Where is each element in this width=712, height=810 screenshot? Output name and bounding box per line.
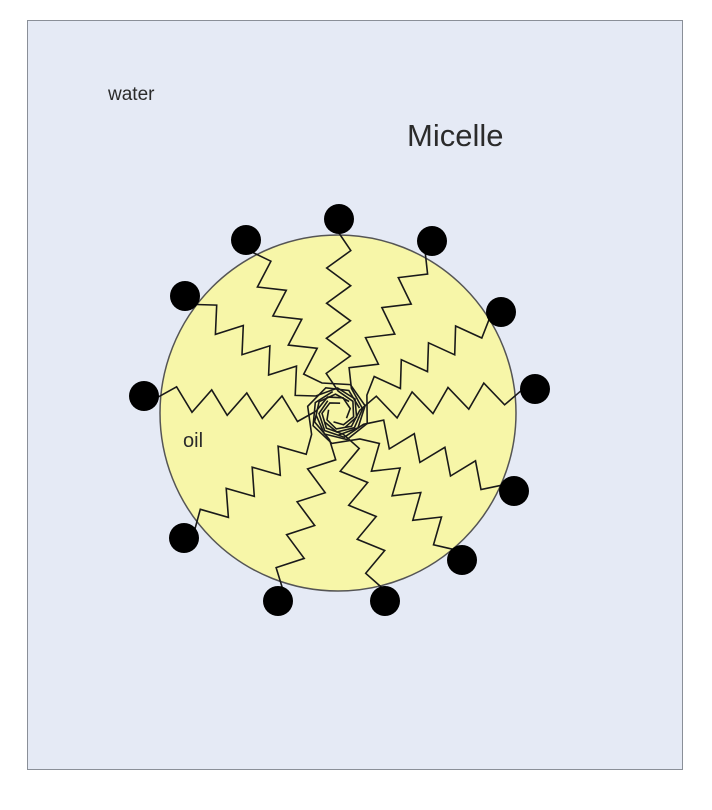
hydrophobic-tail [194, 386, 361, 530]
hydrophilic-head [263, 586, 293, 616]
hydrophobic-tail [315, 319, 490, 441]
micelle-title: Micelle [407, 118, 504, 153]
hydrophobic-tail [325, 232, 355, 426]
hydrophilic-head [170, 281, 200, 311]
hydrophobic-tail [196, 303, 358, 428]
oil-core [159, 234, 517, 592]
hydrophilic-head [129, 381, 159, 411]
water-label: water [108, 84, 155, 105]
hydrophilic-head [499, 476, 529, 506]
hydrophobic-tail [275, 393, 350, 588]
hydrophilic-heads [129, 204, 550, 616]
hydrophilic-head [417, 226, 447, 256]
hydrophilic-head [370, 586, 400, 616]
hydrophilic-head [169, 523, 199, 553]
hydrophilic-head [486, 297, 516, 327]
hydrophilic-head [231, 225, 261, 255]
hydrophilic-head [324, 204, 354, 234]
hydrophobic-tails [157, 232, 522, 588]
hydrophobic-tail [312, 390, 454, 551]
hydrophilic-head [447, 545, 477, 575]
hydrophobic-tail [321, 402, 387, 588]
oil-label: oil [183, 430, 204, 452]
hydrophobic-tail [326, 381, 522, 430]
hydrophilic-head [520, 374, 550, 404]
hydrophobic-tail [318, 400, 502, 491]
hydrophobic-tail [252, 251, 366, 436]
hydrophobic-tail [157, 385, 352, 423]
hydrophobic-tail [324, 253, 429, 433]
